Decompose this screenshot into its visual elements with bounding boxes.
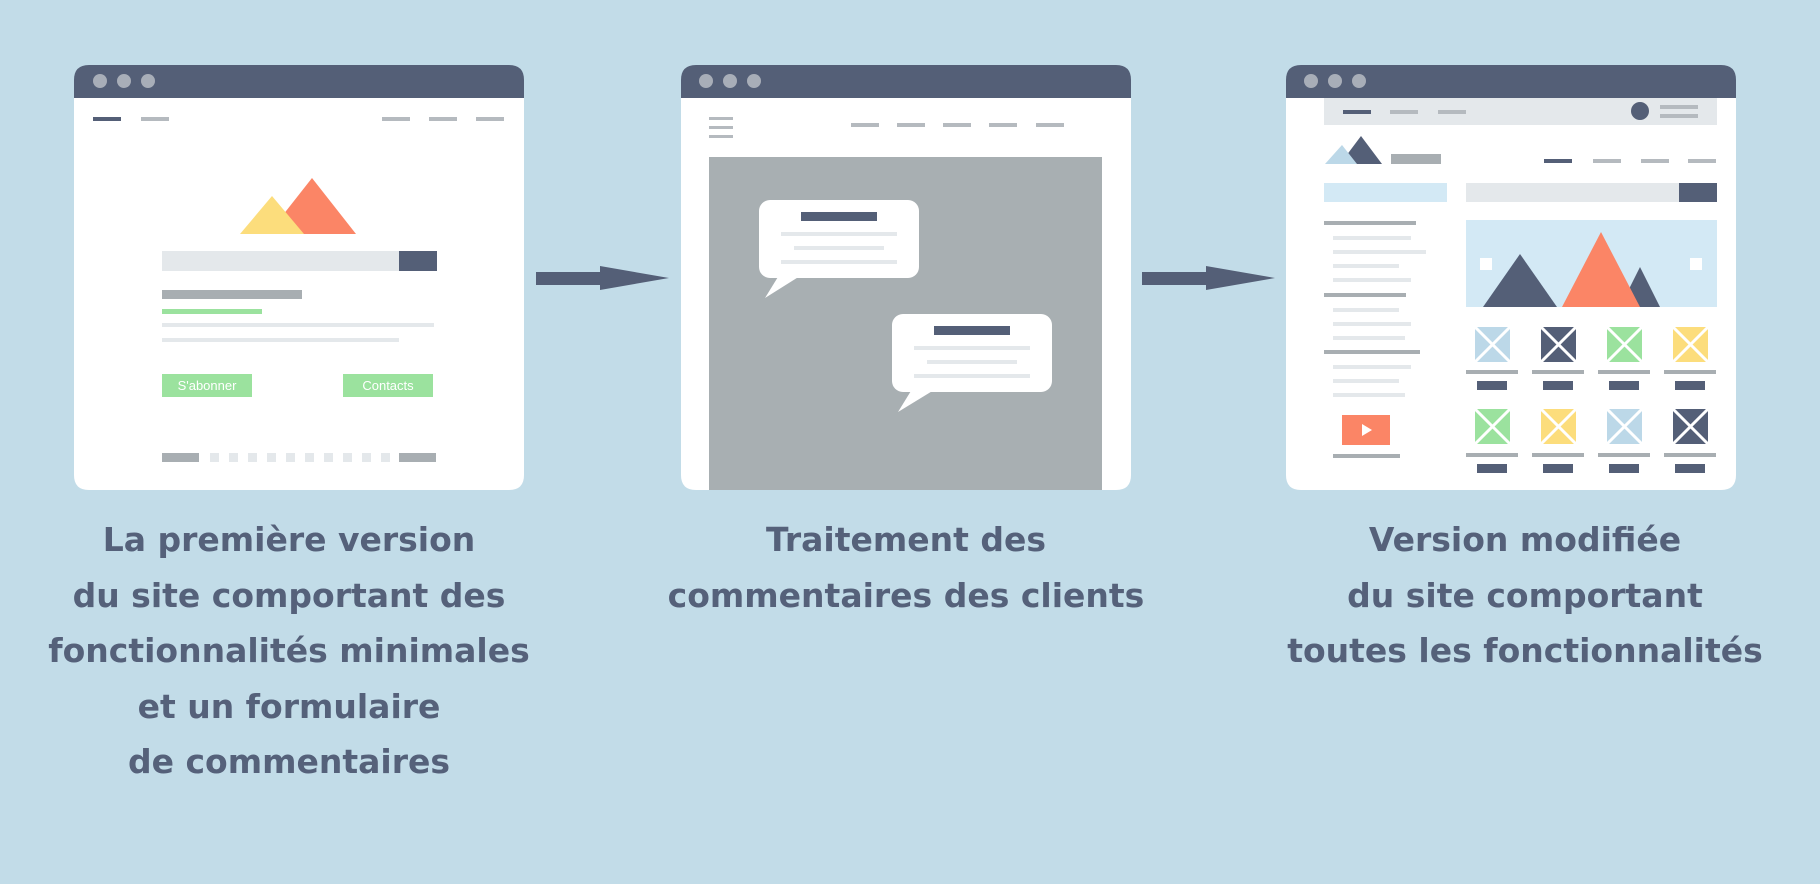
nav-item [382, 117, 410, 121]
mountain-logo-icon [240, 178, 356, 234]
arrow-right-icon [536, 266, 669, 290]
image-placeholder-icon [1473, 325, 1512, 364]
nav-item [897, 123, 925, 127]
browser-window-final-version [1286, 65, 1736, 490]
nav-item [1438, 110, 1466, 114]
image-placeholder-icon [1539, 325, 1578, 364]
mountain-logo-icon [1325, 136, 1382, 164]
sidebar-menu [1324, 221, 1426, 397]
pagination [162, 453, 436, 462]
window-dot-icon [699, 74, 713, 88]
image-placeholder-icon [1671, 407, 1710, 446]
caption-line: du site comportant des [72, 575, 506, 615]
window-dot-icon [1304, 74, 1318, 88]
window-dot-icon [1352, 74, 1366, 88]
caption-line: de commentaires [127, 742, 451, 781]
caption-line: La première version [102, 520, 476, 559]
speech-bubble-icon [892, 314, 1052, 412]
logo-text-placeholder [1391, 154, 1441, 164]
window-dot-icon [117, 74, 131, 88]
window-titlebar [74, 65, 524, 98]
nav-item [1593, 159, 1621, 163]
window-titlebar [681, 65, 1131, 98]
image-placeholder-icon [1539, 407, 1578, 446]
video-play-button[interactable] [1342, 415, 1390, 445]
sidebar-footer-line [1333, 454, 1400, 458]
user-menu-line [1660, 114, 1698, 118]
window-dot-icon [747, 74, 761, 88]
nav-item [1036, 123, 1064, 127]
browser-window-feedback [681, 65, 1131, 490]
nav-item [943, 123, 971, 127]
top-bar [1324, 98, 1717, 125]
caption-feedback: Traitement des commentaires des clients [646, 512, 1166, 623]
subscribe-button-label: S'abonner [178, 378, 238, 393]
caption-line: Version modifiée [1368, 520, 1682, 559]
image-placeholder-icon [1473, 407, 1512, 446]
nav-item [1343, 110, 1371, 114]
image-placeholder-icon [1605, 325, 1644, 364]
caption-line: fonctionnalités minimales [48, 631, 530, 670]
nav-item [1688, 159, 1716, 163]
search-field [162, 251, 399, 271]
text-line [162, 338, 399, 342]
speech-bubble-icon [759, 200, 919, 298]
search-button [1679, 183, 1717, 202]
nav-item [141, 117, 169, 121]
hamburger-menu-icon [709, 117, 733, 138]
window-dot-icon [141, 74, 155, 88]
nav-item [476, 117, 504, 121]
window-dot-icon [723, 74, 737, 88]
contacts-button[interactable]: Contacts [343, 374, 433, 397]
nav-item [1641, 159, 1669, 163]
contacts-button-label: Contacts [362, 378, 414, 393]
subscribe-button[interactable]: S'abonner [162, 374, 252, 397]
nav-item [851, 123, 879, 127]
caption-line: Traitement des [765, 520, 1047, 559]
window-dot-icon [1328, 74, 1342, 88]
highlight-line [162, 309, 262, 314]
caption-line: du site comportant [1347, 575, 1703, 615]
sidebar-header [1324, 183, 1447, 202]
user-menu-line [1660, 105, 1698, 109]
window-titlebar [1286, 65, 1736, 98]
nav-item [1544, 159, 1572, 163]
image-placeholder-icon [1605, 407, 1644, 446]
caption-line: commentaires des clients [667, 575, 1145, 615]
image-placeholder-icon [1671, 325, 1710, 364]
browser-window-first-version: S'abonner Contacts [74, 65, 524, 490]
caption-first-version: La première version du site comportant d… [24, 512, 554, 790]
nav-item [429, 117, 457, 121]
caption-line: et un formulaire [137, 686, 441, 726]
nav-item [989, 123, 1017, 127]
window-dot-icon [93, 74, 107, 88]
arrow-right-icon [1142, 266, 1275, 290]
nav-item [93, 117, 121, 121]
search-field [1466, 183, 1679, 202]
search-button [399, 251, 437, 271]
hero-banner [1466, 220, 1717, 307]
play-icon [1362, 424, 1372, 436]
heading-placeholder [162, 290, 302, 299]
user-avatar-icon [1631, 102, 1649, 120]
text-line [162, 323, 434, 327]
caption-line: toutes les fonctionnalités [1287, 631, 1763, 670]
nav-item [1390, 110, 1418, 114]
caption-final-version: Version modifiée du site comportant tout… [1255, 512, 1795, 679]
product-grid [1466, 325, 1716, 473]
